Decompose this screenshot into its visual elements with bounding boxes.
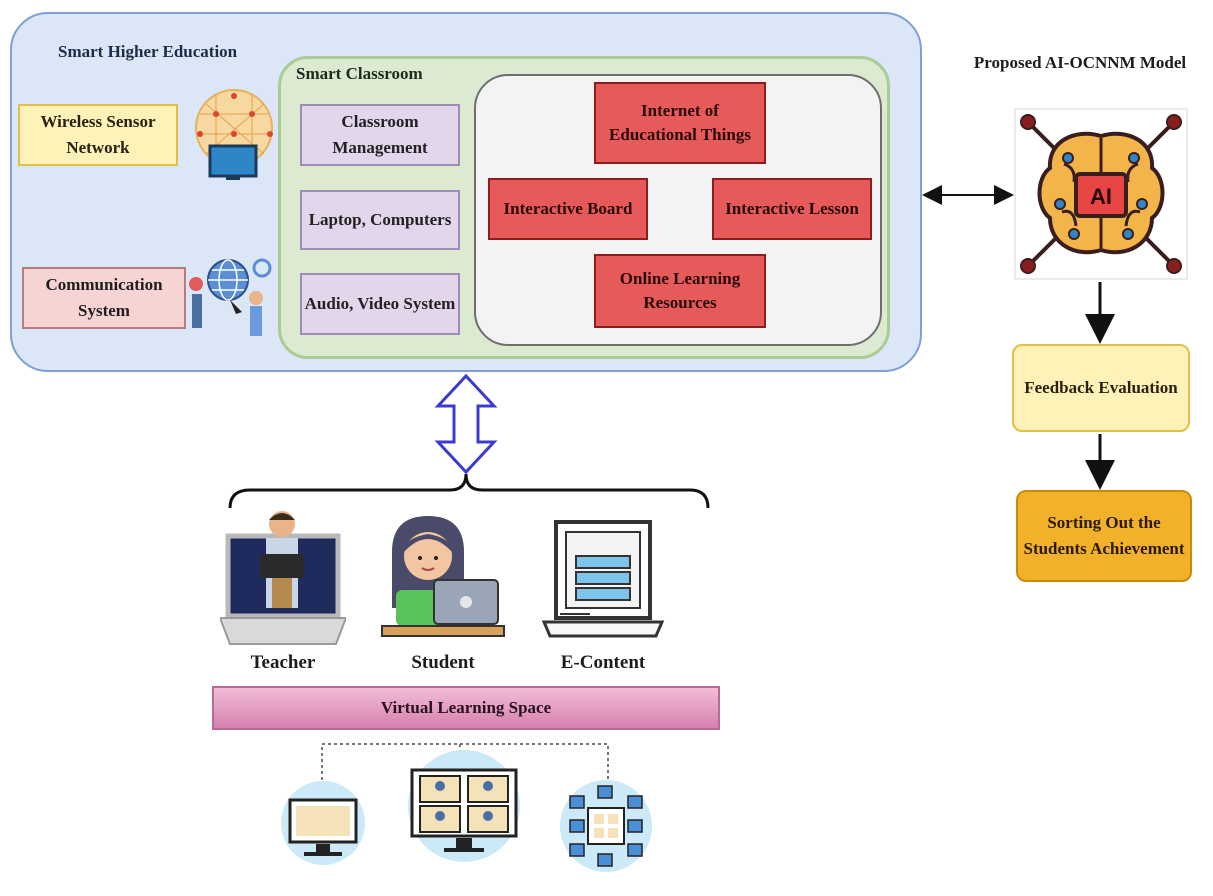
video-conference-monitor-icon <box>408 750 520 862</box>
internet-of-educational-things-box: Internet of Educational Things <box>594 82 766 164</box>
smart-classroom-title: Smart Classroom <box>296 64 423 83</box>
interactive-board-box: Interactive Board <box>488 178 648 240</box>
communication-people-icon <box>189 258 272 336</box>
double-arrow-icon <box>434 373 498 475</box>
laptop-computers-box: Laptop, Computers <box>300 190 460 250</box>
smart-higher-education-title: Smart Higher Education <box>58 42 238 61</box>
online-learning-resources-box: Online Learning Resources <box>594 254 766 328</box>
virtual-learning-space-bar: Virtual Learning Space <box>212 686 720 730</box>
video-lesson-monitor-icon <box>281 781 365 865</box>
student-laptop-icon <box>381 516 505 637</box>
network-people-icon <box>560 780 652 872</box>
teacher-label: Teacher <box>250 652 316 673</box>
ai-label: AI <box>1090 184 1112 209</box>
student-label: Student <box>411 652 475 673</box>
sorting-achievement-box: Sorting Out the Students Achievement <box>1016 490 1192 582</box>
brace <box>228 473 710 509</box>
audio-video-system-box: Audio, Video System <box>300 273 460 335</box>
teacher-laptop-icon <box>220 511 346 645</box>
communication-system-box: Communication System <box>22 267 186 329</box>
network-globe-icon <box>195 89 273 180</box>
e-content-laptop-icon <box>541 520 665 638</box>
classroom-management-box: Classroom Management <box>300 104 460 166</box>
interactive-lesson-box: Interactive Lesson <box>712 178 872 240</box>
feedback-evaluation-box: Feedback Evaluation <box>1012 344 1190 432</box>
e-content-label: E-Content <box>560 652 646 673</box>
wireless-sensor-network-box: Wireless Sensor Network <box>18 104 178 166</box>
ai-brain-icon: AI <box>1014 108 1188 280</box>
model-title: Proposed AI-OCNNM Model <box>973 53 1187 72</box>
